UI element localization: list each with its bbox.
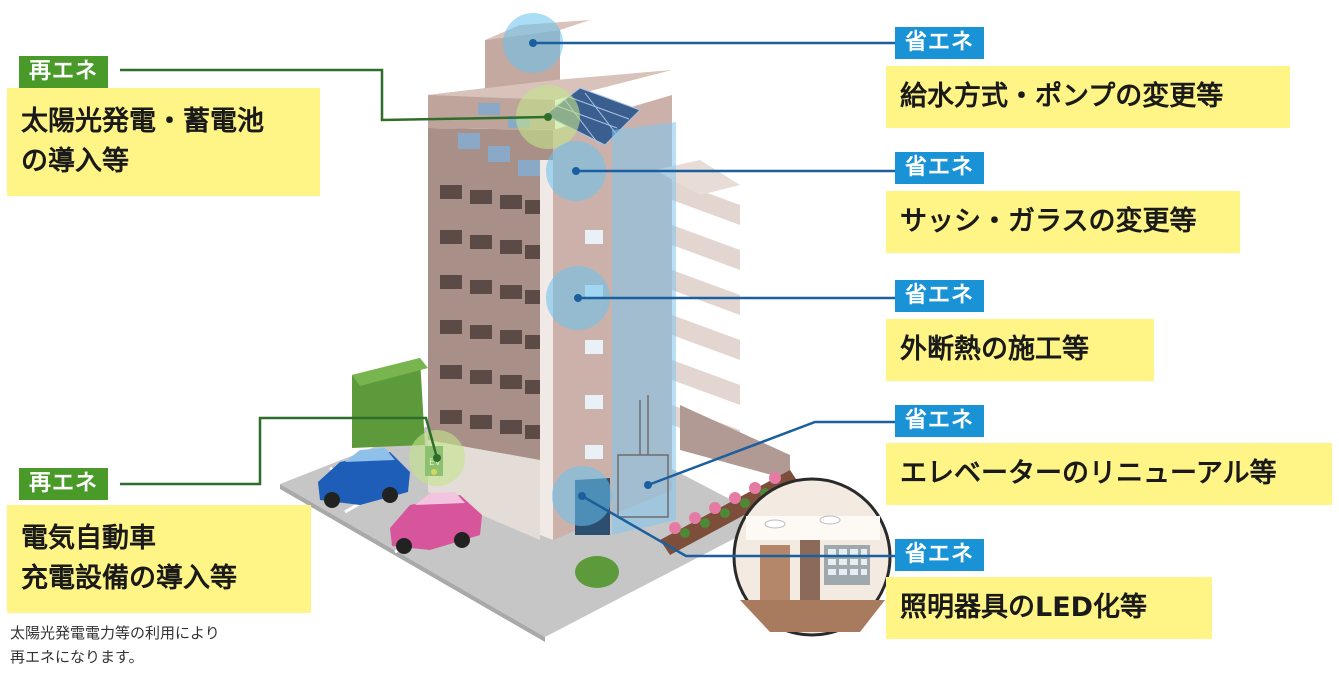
renewable-note-line-1: 太陽光発電電力等の利用により (10, 624, 220, 642)
elevator-shaft (612, 122, 676, 535)
connector-dots (529, 39, 652, 500)
label-solar-line-2: の導入等 (21, 146, 129, 177)
line-lighting (581, 494, 895, 558)
save-tag-pump: 省エネ (895, 27, 985, 59)
renewable-note-line-2: 再エネになります。 (10, 648, 144, 666)
shrub (575, 556, 619, 588)
renewable-note: 太陽光発電電力等の利用により 再エネになります。 (10, 621, 220, 669)
annex-wall (680, 405, 790, 480)
label-solar-line-1: 太陽光発電・蓄電池 (21, 106, 264, 137)
ground-plot-front (280, 484, 545, 642)
flowers (669, 472, 781, 534)
front-windows (440, 185, 547, 439)
label-insulation: 外断熱の施工等 (886, 319, 1154, 381)
label-sash: サッシ・ガラスの変更等 (886, 191, 1240, 253)
hedge-top (352, 358, 428, 386)
connector-dots-green (433, 113, 552, 462)
pillar (540, 160, 553, 540)
renew-tag-ev: 再エネ (19, 468, 109, 500)
label-ev: 電気自動車 充電設備の導入等 (7, 505, 311, 613)
renew-tag-solar: 再エネ (19, 56, 109, 88)
line-elevator (647, 420, 895, 487)
save-tag-lighting: 省エネ (895, 539, 985, 571)
save-tag-insulation: 省エネ (895, 280, 985, 312)
canopy (655, 160, 740, 195)
label-solar: 太陽光発電・蓄電池 の導入等 (7, 88, 320, 196)
elevator-machine (617, 454, 669, 518)
label-lighting: 照明器具のLED化等 (886, 577, 1212, 639)
car-pink (390, 492, 482, 554)
save-tag-elevator: 省エネ (895, 405, 985, 437)
line-solar (120, 68, 549, 122)
connector-lines (120, 41, 900, 558)
label-pump: 給水方式・ポンプの変更等 (886, 66, 1290, 128)
balconies (672, 180, 740, 450)
label-ev-line-2: 充電設備の導入等 (21, 563, 237, 594)
line-ev (120, 416, 439, 486)
car-blue (318, 448, 410, 508)
save-tag-sash: 省エネ (895, 152, 985, 184)
label-elevator: エレベーターのリニューアル等 (886, 443, 1332, 505)
roof (428, 70, 672, 100)
label-ev-line-1: 電気自動車 (21, 523, 156, 554)
